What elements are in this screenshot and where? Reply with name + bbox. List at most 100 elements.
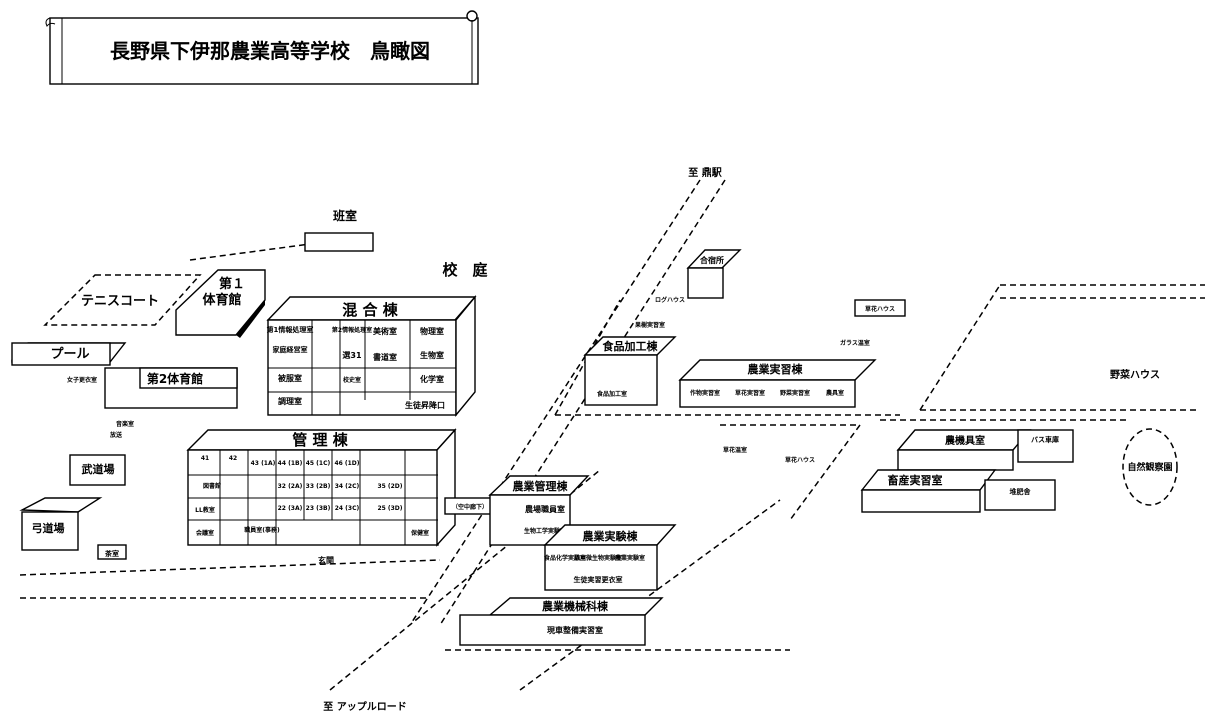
svg-text:美術室: 美術室 xyxy=(373,326,397,336)
tennis-court: テニスコート xyxy=(43,274,202,326)
svg-text:草花実習室: 草花実習室 xyxy=(735,389,765,397)
svg-text:46 (1D): 46 (1D) xyxy=(334,460,359,467)
svg-text:33 (2B): 33 (2B) xyxy=(306,483,331,490)
svg-text:農業実習棟: 農業実習棟 xyxy=(748,362,804,376)
nursery-label: 果樹実習室 xyxy=(634,321,665,329)
gym2: 第2体育館 女子更衣室 音楽室 放送 xyxy=(67,367,238,439)
hayloft: 堆肥舎 xyxy=(984,479,1056,511)
admin-building: 管 理 棟 41 42 43 (1A) 44 (1B) 45 (1C) 46 (… xyxy=(186,428,496,565)
dormitory: 合宿所 xyxy=(686,249,742,299)
svg-text:23 (3B): 23 (3B) xyxy=(306,505,331,512)
svg-text:第1情報処理室: 第1情報処理室 xyxy=(267,325,314,334)
svg-text:班室: 班室 xyxy=(333,208,357,223)
svg-text:職員室(事務): 職員室(事務) xyxy=(244,526,280,534)
svg-text:農業機械科棟: 農業機械科棟 xyxy=(542,599,609,613)
gym1: 第１ 体育館 xyxy=(175,269,266,338)
svg-text:農機具室: 農機具室 xyxy=(945,434,985,447)
svg-text:45 (1C): 45 (1C) xyxy=(306,460,331,467)
svg-text:34 (2C): 34 (2C) xyxy=(335,483,360,490)
svg-text:41: 41 xyxy=(201,455,209,462)
title-banner: 長野県下伊那農業高等学校 鳥瞰図 xyxy=(45,10,479,85)
svg-text:第2体育館: 第2体育館 xyxy=(147,371,203,386)
svg-text:LL教室: LL教室 xyxy=(195,506,215,514)
svg-text:生徒昇降口: 生徒昇降口 xyxy=(405,400,445,410)
svg-text:食品化学実験室: 食品化学実験室 xyxy=(543,554,586,562)
svg-text:作物実習室: 作物実習室 xyxy=(690,389,720,397)
svg-text:校史室: 校史室 xyxy=(343,376,361,384)
svg-text:放送: 放送 xyxy=(109,431,123,439)
svg-text:体育館: 体育館 xyxy=(202,292,241,308)
svg-text:家庭経営室: 家庭経営室 xyxy=(273,345,308,354)
svg-text:農具室: 農具室 xyxy=(826,389,844,397)
svg-text:書道室: 書道室 xyxy=(373,352,397,362)
svg-text:被服室: 被服室 xyxy=(278,373,302,383)
svg-text:野菜実習室: 野菜実習室 xyxy=(780,389,810,397)
svg-text:42: 42 xyxy=(229,455,237,462)
svg-text:畜産実習室: 畜産実習室 xyxy=(888,473,943,487)
svg-text:弓道場: 弓道場 xyxy=(32,521,65,535)
svg-text:第１: 第１ xyxy=(219,276,245,292)
svg-text:25 (3D): 25 (3D) xyxy=(377,505,402,512)
svg-text:図書館: 図書館 xyxy=(203,482,221,490)
nature-garden: 自然観察園 xyxy=(1122,428,1178,506)
pool: プール xyxy=(11,342,127,366)
livestock-building: 畜産実習室 xyxy=(860,469,997,513)
svg-text:自然観察園: 自然観察園 xyxy=(1127,461,1172,473)
svg-text:合宿所: 合宿所 xyxy=(699,255,724,265)
svg-text:保健室: 保健室 xyxy=(410,529,429,537)
svg-text:生物室: 生物室 xyxy=(420,350,444,360)
svg-text:草花ハウス: 草花ハウス xyxy=(865,305,895,313)
svg-text:テニスコート: テニスコート xyxy=(81,294,159,309)
svg-text:35 (2D): 35 (2D) xyxy=(377,483,402,490)
svg-text:22 (3A): 22 (3A) xyxy=(278,505,303,512)
svg-text:生徒実習更衣室: 生徒実習更衣室 xyxy=(574,575,623,584)
fruit-house-label: 草花温室 xyxy=(723,446,747,454)
svg-text:選31: 選31 xyxy=(342,350,362,360)
courtyard-label: 校 庭 xyxy=(442,261,488,279)
lab-building: 農業実験棟 食品化学実験室 応用微生物実験室 農業実験室 生徒実習更衣室 xyxy=(543,524,677,591)
svg-text:玄関: 玄関 xyxy=(318,555,334,565)
svg-text:食品加工室: 食品加工室 xyxy=(596,390,627,398)
svg-text:農業管理棟: 農業管理棟 xyxy=(513,479,569,493)
farm-admin-building: 農業管理棟 農場職員室 生物工学実験室 xyxy=(488,475,590,546)
direction-apple-road: 至 アップルロード xyxy=(323,700,406,713)
tea-room: 茶室 xyxy=(97,544,127,560)
svg-text:バス車庫: バス車庫 xyxy=(1031,435,1059,444)
vege-house-label: 野菜ハウス xyxy=(1110,368,1160,381)
kyudo-hall: 弓道場 xyxy=(19,497,103,551)
svg-text:第2情報処理室: 第2情報処理室 xyxy=(331,326,372,334)
svg-text:調理室: 調理室 xyxy=(278,396,302,406)
svg-text:食品加工棟: 食品加工棟 xyxy=(603,339,659,353)
svg-text:応用微生物実験室: 応用微生物実験室 xyxy=(574,554,622,562)
svg-text:化学室: 化学室 xyxy=(420,374,444,384)
mixed-building: 混 合 棟 第1情報処理室 家庭経営室 被服室 調理室 第2情報処理室 美術室 … xyxy=(266,295,477,417)
svg-text:43 (1A): 43 (1A) xyxy=(251,460,276,467)
practice-building: 農業実習棟 作物実習室 草花実習室 野菜実習室 農具室 xyxy=(678,359,877,408)
map-title: 長野県下伊那農業高等学校 鳥瞰図 xyxy=(110,39,430,63)
han-room: 班室 xyxy=(304,208,374,252)
svg-text:44 (1B): 44 (1B) xyxy=(278,460,303,467)
svg-text:生物工学実験室: 生物工学実験室 xyxy=(524,527,566,535)
svg-text:茶室: 茶室 xyxy=(104,549,119,558)
svg-text:農場職員室: 農場職員室 xyxy=(525,504,565,514)
budo-hall: 武道場 xyxy=(69,454,126,486)
flower-house-2-label: 草花ハウス xyxy=(785,456,815,464)
svg-text:32 (2A): 32 (2A) xyxy=(278,483,303,490)
flower-house: 草花ハウス xyxy=(854,299,906,317)
svg-text:堆肥舎: 堆肥舎 xyxy=(1010,487,1032,496)
roads xyxy=(19,179,1205,691)
svg-text:（空中廊下）: （空中廊下） xyxy=(452,503,488,511)
direction-station: 至 鼎駅 xyxy=(688,167,722,179)
svg-text:農業実験棟: 農業実験棟 xyxy=(583,529,639,543)
svg-text:24 (3C): 24 (3C) xyxy=(335,505,360,512)
svg-text:会議室: 会議室 xyxy=(196,529,214,537)
svg-text:農業実験室: 農業実験室 xyxy=(615,554,645,562)
machine-building: 農業機械科棟 現車整備実習室 xyxy=(459,597,664,646)
glass-house-label: ガラス温室 xyxy=(840,339,870,347)
svg-text:現車整備実習室: 現車整備実習室 xyxy=(547,625,603,635)
svg-text:物理室: 物理室 xyxy=(420,326,444,336)
svg-text:武道場: 武道場 xyxy=(82,462,115,476)
svg-text:管 理 棟: 管 理 棟 xyxy=(292,431,348,449)
svg-text:音楽室: 音楽室 xyxy=(116,420,134,428)
